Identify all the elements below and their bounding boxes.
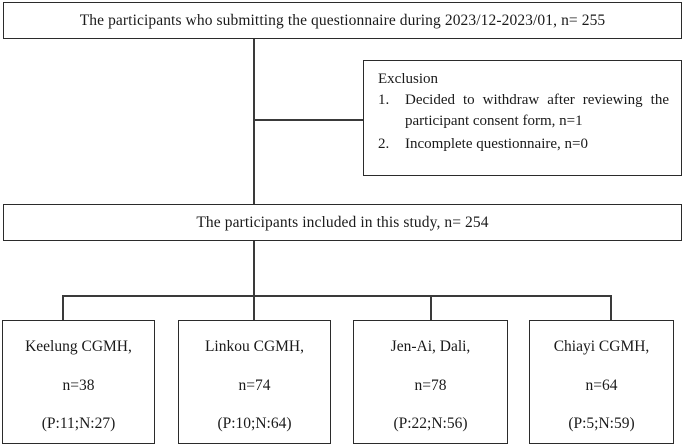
site-box-linkou: Linkou CGMH, n=74 (P:10;N:64)	[178, 320, 331, 444]
exclusion-item: 2. Incomplete questionnaire, n=0	[378, 134, 669, 155]
exclusion-item-text: Decided to withdraw after reviewing the …	[405, 92, 669, 130]
site-breakdown: (P:11;N:27)	[41, 415, 116, 433]
included-box: The participants included in this study,…	[3, 204, 682, 241]
connector-drop-site-2	[253, 295, 255, 321]
connector-drop-site-3	[430, 295, 432, 321]
exclusion-item-number: 1.	[378, 92, 390, 108]
exclusion-item-number: 2.	[378, 135, 390, 152]
site-count: n=78	[414, 376, 447, 394]
site-name: Linkou CGMH,	[204, 338, 305, 355]
site-count: n=74	[238, 376, 271, 394]
connector-drop-site-4	[610, 295, 612, 321]
connector-distribution-bar	[62, 295, 611, 297]
exclusion-item: 1. Decided to withdraw after reviewing t…	[378, 90, 669, 133]
exclusion-title: Exclusion	[378, 71, 438, 87]
site-breakdown: (P:10;N:64)	[217, 415, 292, 433]
exclusion-box: Exclusion 1. Decided to withdraw after r…	[363, 60, 682, 176]
exclusion-list: 1. Decided to withdraw after reviewing t…	[378, 90, 669, 155]
connector-drop-site-1	[62, 295, 64, 321]
site-name: Jen-Ai, Dali,	[390, 338, 471, 355]
site-count: n=64	[585, 376, 618, 394]
connector-trunk-middle	[253, 241, 255, 296]
included-label: The participants included in this study,…	[196, 213, 489, 231]
exclusion-item-text: Incomplete questionnaire, n=0	[405, 135, 588, 152]
site-count: n=38	[62, 376, 95, 394]
connector-branch-exclusion	[253, 119, 364, 121]
enrolled-box: The participants who submitting the ques…	[3, 2, 682, 39]
site-box-keelung: Keelung CGMH, n=38 (P:11;N:27)	[2, 320, 155, 444]
site-name: Keelung CGMH,	[25, 338, 132, 355]
site-breakdown: (P:5;N:59)	[568, 415, 635, 433]
site-breakdown: (P:22;N:56)	[393, 415, 468, 433]
enrolled-label: The participants who submitting the ques…	[79, 11, 606, 29]
site-name: Chiayi CGMH,	[553, 338, 650, 355]
site-box-jen-ai-dali: Jen-Ai, Dali, n=78 (P:22;N:56)	[353, 320, 508, 444]
connector-trunk-top	[253, 39, 255, 205]
site-box-chiayi: Chiayi CGMH, n=64 (P:5;N:59)	[529, 320, 674, 444]
